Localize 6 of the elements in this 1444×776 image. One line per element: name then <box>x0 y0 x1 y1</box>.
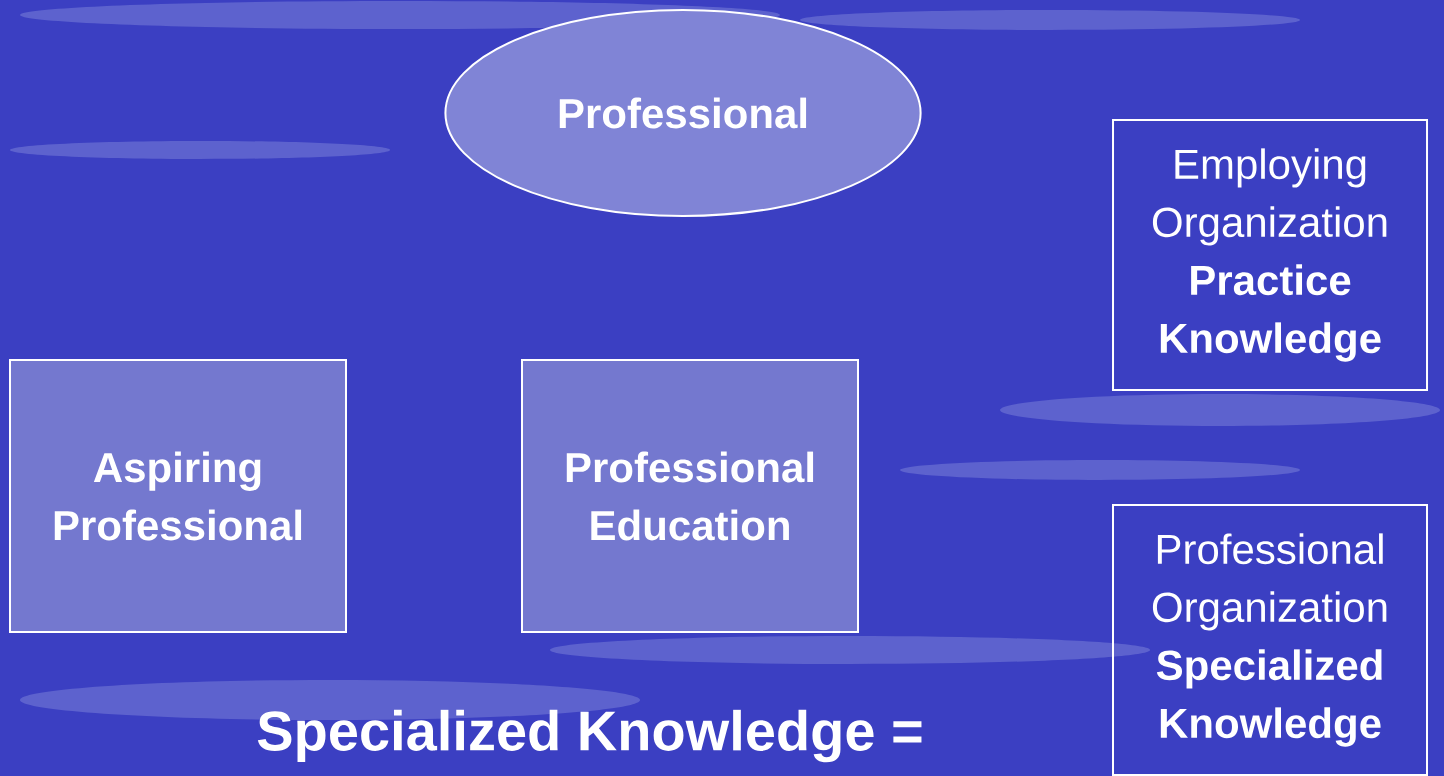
text-box: Aspiring Professional <box>9 359 347 633</box>
heading-text: Specialized Knowledge = <box>257 709 922 763</box>
text-box: Employing Organization Practice Knowledge <box>1112 119 1428 391</box>
text-box: Professional Organization Specialized Knowledge <box>1112 504 1428 776</box>
oval-node: Professional <box>444 9 922 217</box>
text-box: Professional Education <box>521 359 859 633</box>
